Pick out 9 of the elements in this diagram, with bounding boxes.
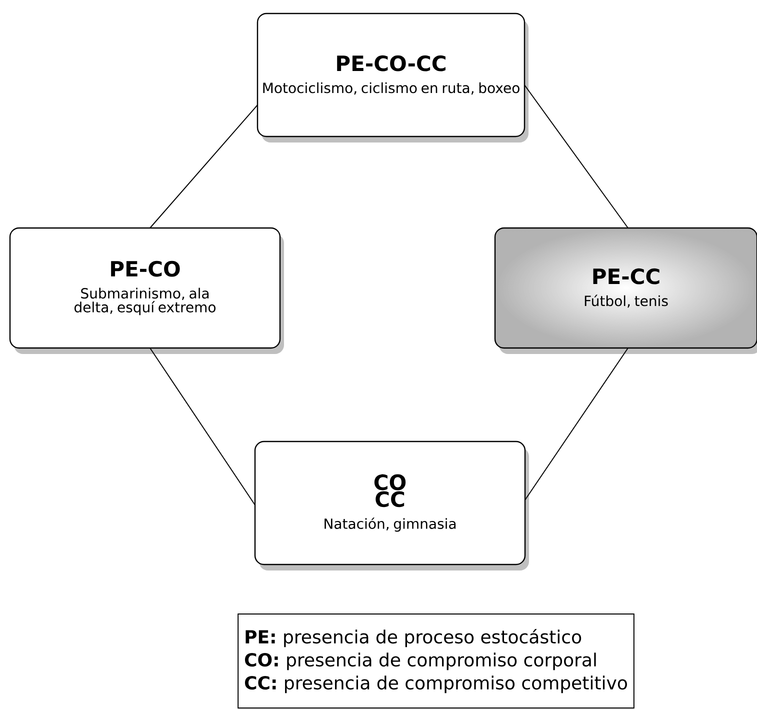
connector [150, 104, 258, 228]
category-box: CO CC Natación, gimnasia [254, 440, 529, 570]
connector [524, 84, 628, 228]
category-box: PE-CO-CC Motociclismo, ciclismo en ruta, boxeo [256, 12, 528, 142]
category-box: PE-CC Fútbol, tenis [494, 227, 757, 354]
category-box: PE-CO Submarinismo, ala delta, esquí extremo [9, 227, 284, 354]
connector [524, 348, 628, 500]
key-box: PE: presencia de proceso estocástico CO: presencia de compromiso corporal CC: presencia de compromiso competitivo [238, 614, 634, 708]
connector [150, 348, 256, 506]
